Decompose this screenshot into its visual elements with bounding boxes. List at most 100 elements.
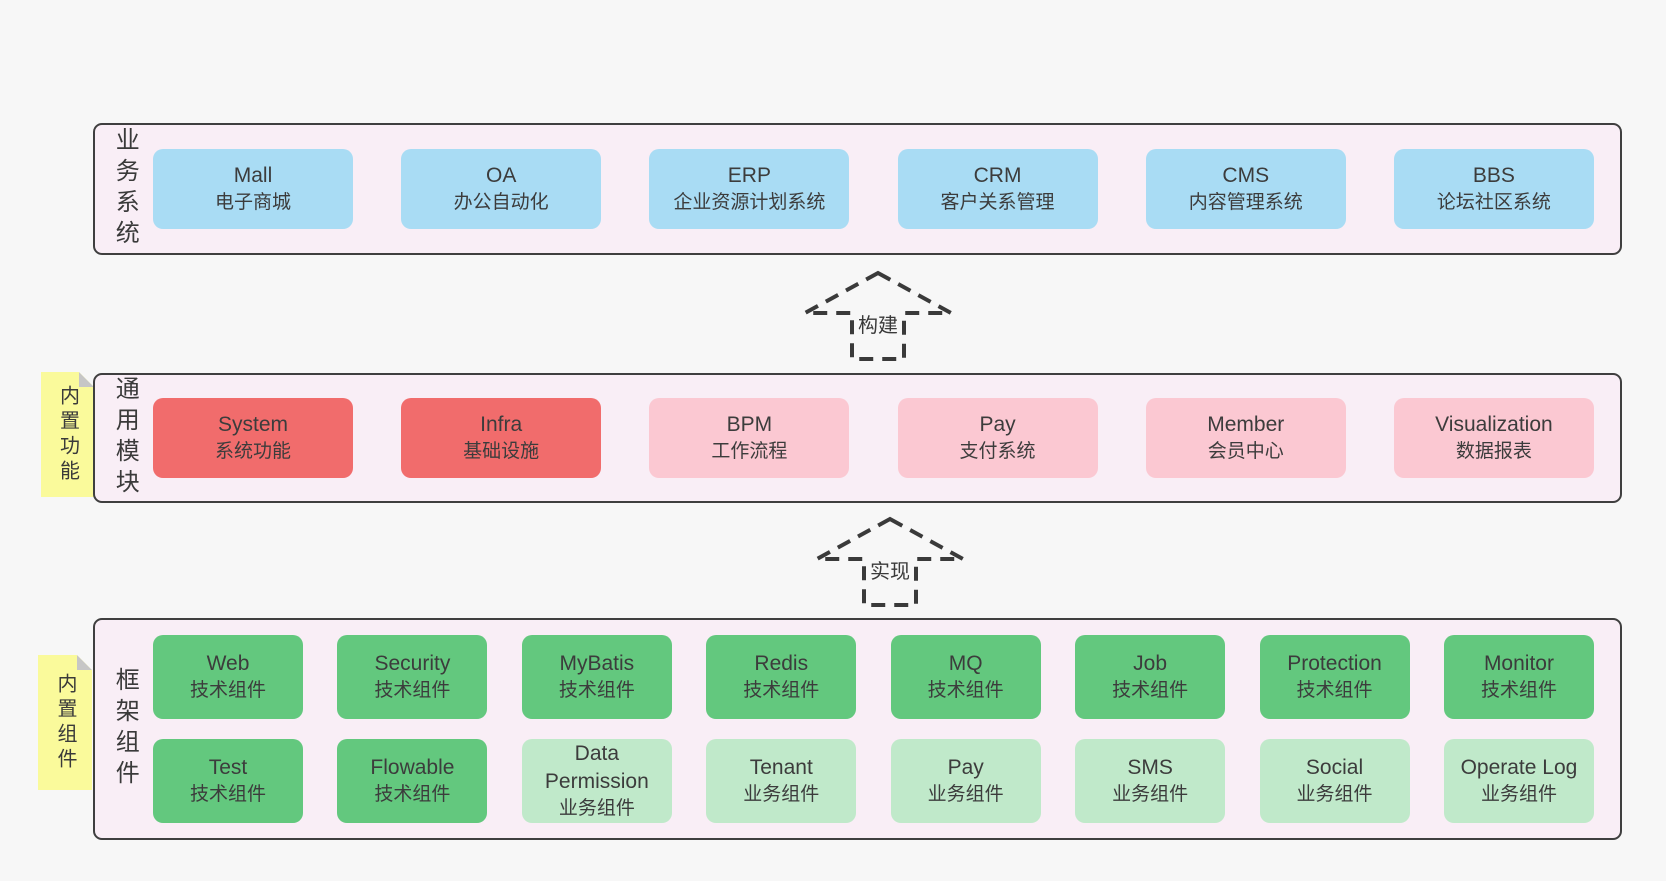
box-cms: CMS 内容管理系统 bbox=[1145, 149, 1346, 229]
box-subtitle: 技术组件 bbox=[189, 680, 266, 701]
box-test: Test 技术组件 bbox=[153, 739, 303, 823]
box-row: System 系统功能 Infra 基础设施 BPM 工作流程 Pay 支付系统… bbox=[153, 398, 1594, 478]
box-title: Member bbox=[1207, 413, 1285, 436]
box-subtitle: 业务组件 bbox=[743, 784, 820, 805]
sticky-label: 内置功能 bbox=[56, 384, 79, 485]
folded-corner-icon bbox=[79, 372, 94, 387]
box-title: System bbox=[217, 413, 288, 436]
band-content: Mall 电子商城 OA 办公自动化 ERP 企业资源计划系统 CRM 客户关系… bbox=[153, 125, 1620, 253]
box-security: Security 技术组件 bbox=[337, 635, 488, 719]
sticky-builtin-features: 内置功能 bbox=[41, 372, 94, 497]
box-subtitle: 业务组件 bbox=[927, 784, 1004, 805]
box-web: Web 技术组件 bbox=[153, 635, 303, 719]
box-title: Social bbox=[1305, 756, 1364, 779]
box-mall: Mall 电子商城 bbox=[153, 149, 353, 229]
box-title: BBS bbox=[1472, 164, 1515, 187]
box-title: Pay bbox=[979, 413, 1016, 436]
box-data-permission: Data Permission 业务组件 bbox=[521, 739, 672, 823]
box-bpm: BPM 工作流程 bbox=[649, 398, 850, 478]
box-title: MQ bbox=[948, 652, 983, 675]
box-mybatis: MyBatis 技术组件 bbox=[521, 635, 672, 719]
box-system: System 系统功能 bbox=[153, 398, 353, 478]
box-title: Pay bbox=[947, 756, 984, 779]
box-title: OA bbox=[486, 164, 517, 187]
arrow-label: 实现 bbox=[866, 554, 914, 585]
box-bbs: BBS 论坛社区系统 bbox=[1393, 149, 1594, 229]
band-business-systems: 业务系统 Mall 电子商城 OA 办公自动化 ERP 企业资源计划系统 CRM… bbox=[93, 123, 1622, 255]
box-title: Tenant bbox=[749, 756, 813, 779]
box-subtitle: 办公自动化 bbox=[453, 192, 549, 213]
box-title: Job bbox=[1133, 652, 1168, 675]
box-subtitle: 企业资源计划系统 bbox=[673, 192, 826, 213]
box-title: MyBatis bbox=[559, 652, 635, 675]
band-label-text: 业务系统 bbox=[111, 127, 139, 251]
box-subtitle: 系统功能 bbox=[214, 441, 291, 462]
box-title: Flowable bbox=[370, 756, 455, 779]
band-label-text: 框架组件 bbox=[111, 667, 139, 791]
box-infra: Infra 基础设施 bbox=[401, 398, 602, 478]
box-title: SMS bbox=[1127, 756, 1173, 779]
band-label-common-modules: 通用模块 bbox=[95, 375, 153, 501]
folded-corner-icon bbox=[77, 655, 92, 670]
box-monitor: Monitor 技术组件 bbox=[1443, 635, 1594, 719]
box-title: CRM bbox=[973, 164, 1022, 187]
box-redis: Redis 技术组件 bbox=[706, 635, 857, 719]
box-subtitle: 业务组件 bbox=[558, 798, 635, 819]
box-row: Mall 电子商城 OA 办公自动化 ERP 企业资源计划系统 CRM 客户关系… bbox=[153, 149, 1594, 229]
box-subtitle: 基础设施 bbox=[463, 441, 540, 462]
box-title: Web bbox=[206, 652, 250, 675]
box-oa: OA 办公自动化 bbox=[401, 149, 602, 229]
box-subtitle: 技术组件 bbox=[374, 680, 451, 701]
box-title: CMS bbox=[1222, 164, 1270, 187]
box-title: Protection bbox=[1287, 652, 1382, 675]
box-subtitle: 技术组件 bbox=[558, 680, 635, 701]
band-common-modules: 通用模块 System 系统功能 Infra 基础设施 BPM 工作流程 Pay… bbox=[93, 373, 1622, 503]
box-subtitle: 业务组件 bbox=[1480, 784, 1557, 805]
box-subtitle: 业务组件 bbox=[1112, 784, 1189, 805]
box-erp: ERP 企业资源计划系统 bbox=[649, 149, 850, 229]
box-visualization: Visualization 数据报表 bbox=[1393, 398, 1594, 478]
band-label-business-systems: 业务系统 bbox=[95, 125, 153, 253]
box-title: Operate Log bbox=[1460, 756, 1578, 779]
box-row: Test 技术组件 Flowable 技术组件 Data Permission … bbox=[153, 739, 1594, 823]
box-subtitle: 工作流程 bbox=[711, 441, 788, 462]
sticky-builtin-components: 内置组件 bbox=[38, 655, 92, 790]
sticky-label: 内置组件 bbox=[54, 672, 76, 773]
box-title: Redis bbox=[754, 652, 809, 675]
box-title: Security bbox=[374, 652, 451, 675]
box-member: Member 会员中心 bbox=[1145, 398, 1346, 478]
band-content: Web 技术组件 Security 技术组件 MyBatis 技术组件 Redi… bbox=[153, 620, 1620, 838]
box-subtitle: 技术组件 bbox=[189, 784, 266, 805]
band-label-framework-components: 框架组件 bbox=[95, 620, 153, 838]
box-sms: SMS 业务组件 bbox=[1075, 739, 1226, 823]
box-subtitle: 技术组件 bbox=[743, 680, 820, 701]
box-operate-log: Operate Log 业务组件 bbox=[1443, 739, 1594, 823]
box-subtitle: 技术组件 bbox=[1112, 680, 1189, 701]
box-title: BPM bbox=[726, 413, 773, 436]
box-subtitle: 电子商城 bbox=[214, 192, 291, 213]
box-subtitle: 会员中心 bbox=[1207, 441, 1284, 462]
box-title: Visualization bbox=[1435, 413, 1553, 436]
arrow-label: 构建 bbox=[854, 308, 902, 339]
box-title: ERP bbox=[727, 164, 771, 187]
box-title: Test bbox=[208, 756, 248, 779]
box-subtitle: 技术组件 bbox=[374, 784, 451, 805]
box-job: Job 技术组件 bbox=[1075, 635, 1226, 719]
box-pay-business: Pay 业务组件 bbox=[890, 739, 1041, 823]
box-subtitle: 技术组件 bbox=[927, 680, 1004, 701]
band-label-text: 通用模块 bbox=[111, 376, 139, 500]
box-subtitle: 技术组件 bbox=[1480, 680, 1557, 701]
box-subtitle: 论坛社区系统 bbox=[1436, 192, 1551, 213]
box-title: Data Permission bbox=[544, 742, 649, 793]
band-content: System 系统功能 Infra 基础设施 BPM 工作流程 Pay 支付系统… bbox=[153, 375, 1620, 501]
box-flowable: Flowable 技术组件 bbox=[337, 739, 488, 823]
box-mq: MQ 技术组件 bbox=[890, 635, 1041, 719]
box-subtitle: 数据报表 bbox=[1455, 441, 1532, 462]
build-arrow: 构建 bbox=[798, 268, 958, 364]
box-subtitle: 支付系统 bbox=[959, 441, 1036, 462]
box-title: Monitor bbox=[1483, 652, 1554, 675]
band-framework-components: 框架组件 Web 技术组件 Security 技术组件 MyBatis 技术组件… bbox=[93, 618, 1622, 840]
box-tenant: Tenant 业务组件 bbox=[706, 739, 857, 823]
box-row: Web 技术组件 Security 技术组件 MyBatis 技术组件 Redi… bbox=[153, 635, 1594, 719]
box-crm: CRM 客户关系管理 bbox=[897, 149, 1098, 229]
